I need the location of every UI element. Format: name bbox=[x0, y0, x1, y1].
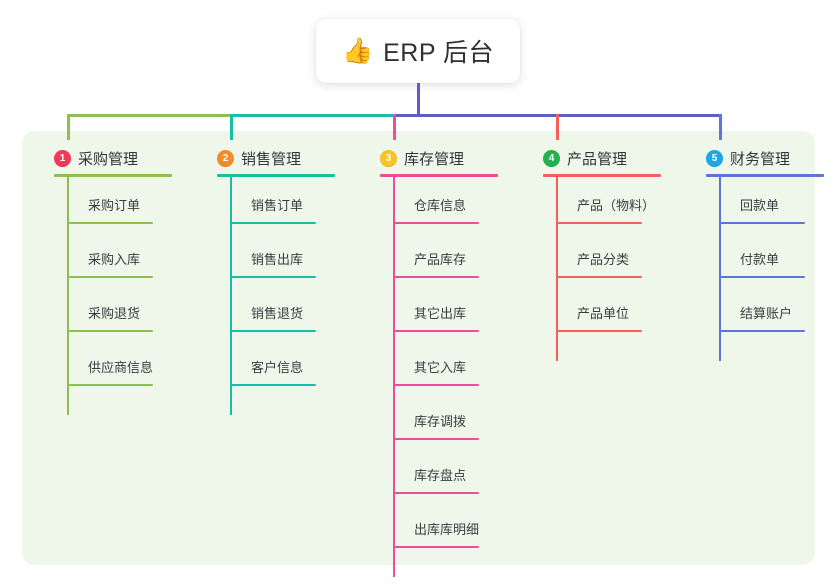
branch-header-underline bbox=[380, 174, 498, 177]
branch-number-badge: 4 bbox=[543, 149, 560, 167]
branch-title-label: 产品管理 bbox=[567, 150, 628, 168]
leaf-item-label: 客户信息 bbox=[251, 360, 304, 375]
leaf-item-label: 产品单位 bbox=[577, 306, 630, 321]
branch-title-label: 采购管理 bbox=[78, 150, 139, 168]
leaf-item-underline bbox=[393, 384, 479, 386]
leaf-item-label: 销售出库 bbox=[251, 252, 304, 267]
leaf-item-underline bbox=[719, 330, 805, 332]
branch-title-label: 销售管理 bbox=[241, 150, 302, 168]
leaf-item-underline bbox=[556, 276, 642, 278]
leaf-item-underline bbox=[67, 330, 153, 332]
branch-column-采购管理: 1 采购管理采购订单采购入库采购退货供应商信息 bbox=[36, 146, 199, 415]
leaf-item-label: 销售退货 bbox=[251, 306, 304, 321]
leaf-item-label: 采购订单 bbox=[88, 198, 141, 213]
leaf-item-label: 其它入库 bbox=[414, 360, 467, 375]
branch-title-label: 财务管理 bbox=[730, 150, 791, 168]
leaf-item-underline bbox=[393, 276, 479, 278]
leaf-item-underline bbox=[393, 438, 479, 440]
branch-header-underline bbox=[706, 174, 824, 177]
branch-column-财务管理: 5 财务管理回款单付款单结算账户 bbox=[688, 146, 839, 361]
leaf-item-label: 采购入库 bbox=[88, 252, 141, 267]
leaf-item-underline bbox=[230, 222, 316, 224]
leaf-item-underline bbox=[230, 330, 316, 332]
branch-number-badge: 1 bbox=[54, 149, 71, 167]
branch-drop-1 bbox=[67, 114, 70, 140]
leaf-item-underline bbox=[393, 222, 479, 224]
leaf-item-underline bbox=[67, 222, 153, 224]
leaf-item-label: 产品（物料） bbox=[577, 198, 656, 213]
leaf-item-label: 回款单 bbox=[740, 198, 780, 213]
bus-segment-4 bbox=[556, 114, 722, 117]
branch-trunk-line bbox=[230, 177, 232, 415]
branch-header-财务管理[interactable]: 5 财务管理 bbox=[688, 146, 839, 170]
leaf-item-underline bbox=[230, 384, 316, 386]
leaf-item-label: 采购退货 bbox=[88, 306, 141, 321]
leaf-item-underline bbox=[67, 384, 153, 386]
bus-segment-1 bbox=[67, 114, 233, 117]
branch-number-badge: 3 bbox=[380, 149, 397, 167]
leaf-item-underline bbox=[556, 222, 642, 224]
leaf-item-label: 库存盘点 bbox=[414, 468, 467, 483]
leaf-item-label: 出库库明细 bbox=[414, 522, 480, 537]
leaf-item-underline bbox=[393, 492, 479, 494]
branch-drop-5 bbox=[719, 114, 722, 140]
leaf-item-label: 其它出库 bbox=[414, 306, 467, 321]
leaf-item-label: 库存调拨 bbox=[414, 414, 467, 429]
branch-header-采购管理[interactable]: 1 采购管理 bbox=[36, 146, 199, 170]
branch-trunk-line bbox=[393, 177, 395, 577]
leaf-item-label: 供应商信息 bbox=[88, 360, 154, 375]
leaf-item-label: 仓库信息 bbox=[414, 198, 467, 213]
thumbs-up-icon: 👍 bbox=[341, 36, 374, 65]
root-stem-line bbox=[417, 83, 420, 117]
branch-trunk-line bbox=[67, 177, 69, 415]
branch-number-badge: 2 bbox=[217, 149, 234, 167]
branch-column-销售管理: 2 销售管理销售订单销售出库销售退货客户信息 bbox=[199, 146, 362, 415]
branch-header-underline bbox=[54, 174, 172, 177]
branch-trunk-line bbox=[719, 177, 721, 361]
branch-header-销售管理[interactable]: 2 销售管理 bbox=[199, 146, 362, 170]
leaf-item-label: 销售订单 bbox=[251, 198, 304, 213]
leaf-item-label: 付款单 bbox=[740, 252, 780, 267]
branch-column-库存管理: 3 库存管理仓库信息产品库存其它出库其它入库库存调拨库存盘点出库库明细 bbox=[362, 146, 525, 577]
branch-header-库存管理[interactable]: 3 库存管理 bbox=[362, 146, 525, 170]
branch-header-underline bbox=[217, 174, 335, 177]
leaf-item-underline bbox=[719, 222, 805, 224]
branch-number-badge: 5 bbox=[706, 149, 723, 167]
branch-drop-4 bbox=[556, 114, 559, 140]
root-node-erp-backend[interactable]: 👍 ERP 后台 bbox=[316, 19, 520, 83]
branch-trunk-line bbox=[556, 177, 558, 361]
root-node-title: ERP 后台 bbox=[383, 39, 495, 67]
leaf-item-label: 产品分类 bbox=[577, 252, 630, 267]
leaf-item-label: 产品库存 bbox=[414, 252, 467, 267]
branch-title-label: 库存管理 bbox=[404, 150, 465, 168]
branch-header-underline bbox=[543, 174, 661, 177]
leaf-item-label: 结算账户 bbox=[740, 306, 793, 321]
leaf-item-underline bbox=[230, 276, 316, 278]
leaf-item-underline bbox=[556, 330, 642, 332]
leaf-item-underline bbox=[393, 546, 479, 548]
bus-segment-2 bbox=[230, 114, 396, 117]
branch-drop-3 bbox=[393, 114, 396, 140]
leaf-item-underline bbox=[393, 330, 479, 332]
branch-header-产品管理[interactable]: 4 产品管理 bbox=[525, 146, 688, 170]
branch-drop-2 bbox=[230, 114, 233, 140]
branch-column-产品管理: 4 产品管理产品（物料） 产品分类产品单位 bbox=[525, 146, 688, 361]
leaf-item-underline bbox=[719, 276, 805, 278]
bus-segment-3 bbox=[393, 114, 559, 117]
leaf-item-underline bbox=[67, 276, 153, 278]
